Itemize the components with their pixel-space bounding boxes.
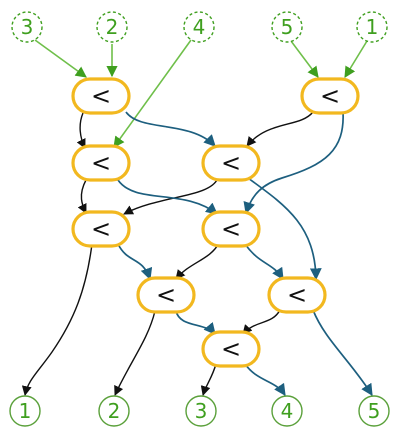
edge-input1-to-c1 bbox=[34, 39, 87, 78]
edge-c8-to-out5 bbox=[312, 309, 373, 397]
input-nodes: 3 2 4 5 1 bbox=[11, 11, 388, 43]
edge-c1-to-c3-min bbox=[76, 112, 86, 149]
comparator-symbol: < bbox=[91, 215, 111, 243]
edge-c7-to-out2 bbox=[114, 310, 156, 396]
comparator-symbol: < bbox=[320, 82, 340, 110]
input-value: 5 bbox=[281, 15, 294, 39]
output-node: 3 bbox=[185, 395, 217, 427]
comparator-node: < bbox=[267, 276, 327, 314]
comparator-symbol: < bbox=[221, 149, 241, 177]
edge-c9-to-out4 bbox=[244, 363, 286, 396]
comparator-node: < bbox=[201, 210, 261, 248]
edge-c4-to-c5-min bbox=[123, 177, 219, 215]
output-value: 3 bbox=[195, 399, 208, 423]
output-nodes: 1 2 3 4 5 bbox=[9, 395, 390, 427]
comparator-node: < bbox=[201, 144, 261, 182]
comparator-symbol: < bbox=[221, 215, 241, 243]
comparator-symbol: < bbox=[287, 281, 307, 309]
edge-input3-to-c3 bbox=[113, 39, 192, 148]
input-node: 1 bbox=[356, 11, 388, 43]
input-node: 3 bbox=[11, 11, 43, 43]
max-edges bbox=[117, 111, 373, 397]
min-edges bbox=[21, 111, 314, 396]
comparator-symbol: < bbox=[156, 281, 176, 309]
input-node: 2 bbox=[96, 11, 128, 43]
input-value: 1 bbox=[366, 15, 379, 39]
input-node: 5 bbox=[271, 11, 303, 43]
edge-c3-to-c5-min bbox=[77, 179, 87, 214]
output-node: 2 bbox=[98, 395, 130, 427]
edge-c2-to-c6-max bbox=[243, 111, 344, 215]
output-node: 5 bbox=[358, 395, 390, 427]
input-node: 4 bbox=[183, 11, 215, 43]
edge-c3-to-c6-max bbox=[117, 179, 218, 215]
output-node: 4 bbox=[271, 395, 303, 427]
edge-c5-to-c7-max bbox=[117, 243, 153, 281]
edge-input4-to-c2 bbox=[290, 40, 319, 78]
edge-c6-to-c7-min bbox=[175, 242, 220, 280]
comparator-node: < bbox=[201, 330, 261, 368]
edge-input5-to-c2 bbox=[344, 40, 368, 78]
input-edges bbox=[34, 39, 368, 148]
output-value: 5 bbox=[368, 399, 381, 423]
edge-c7-to-c9-max bbox=[175, 310, 216, 335]
comparator-node: < bbox=[71, 77, 131, 115]
output-value: 4 bbox=[281, 399, 294, 423]
comparator-symbol: < bbox=[91, 82, 111, 110]
edge-c9-to-out3 bbox=[200, 363, 217, 396]
input-value: 2 bbox=[106, 15, 119, 39]
edge-c2-to-c4-min bbox=[246, 111, 314, 147]
comparator-node: < bbox=[71, 210, 131, 248]
output-node: 1 bbox=[9, 395, 41, 427]
comparator-symbol: < bbox=[221, 335, 241, 363]
comparator-node: < bbox=[300, 77, 360, 115]
input-value: 4 bbox=[193, 15, 206, 39]
comparator-node: < bbox=[71, 144, 131, 182]
edge-c5-to-out1 bbox=[21, 243, 93, 396]
output-value: 2 bbox=[108, 399, 121, 423]
comparator-nodes: < < < < < < < < bbox=[71, 77, 360, 368]
output-value: 1 bbox=[19, 399, 32, 423]
edge-c1-to-c4-max bbox=[125, 111, 216, 147]
input-value: 3 bbox=[21, 15, 34, 39]
edge-c4-to-c8-max bbox=[247, 177, 322, 281]
comparator-symbol: < bbox=[91, 149, 111, 177]
edge-c8-to-c9-min bbox=[242, 309, 281, 335]
comparator-node: < bbox=[136, 276, 196, 314]
edge-c6-to-c8-max bbox=[244, 243, 284, 280]
